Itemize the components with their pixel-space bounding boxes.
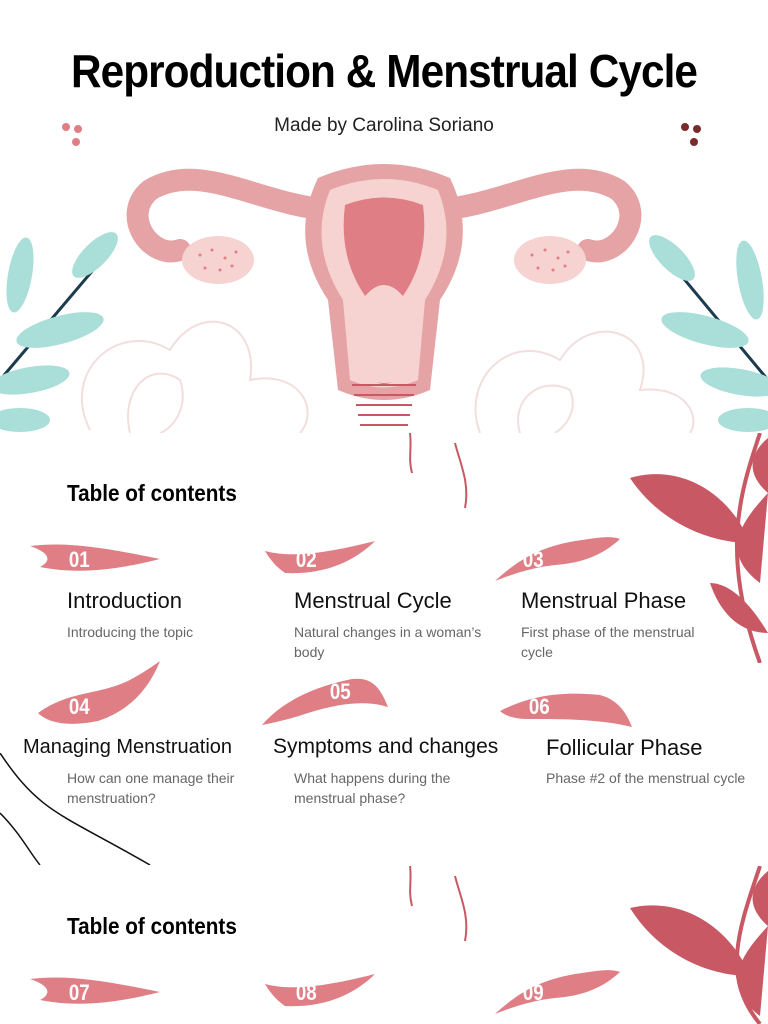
toc-slide-1: Table of contents 01 Introduction Introd…: [0, 433, 768, 865]
item-desc: Phase #2 of the menstrual cycle: [546, 770, 746, 786]
brush-stroke-icon: [30, 977, 160, 1004]
item-number: 09: [522, 980, 544, 1005]
item-number: 01: [68, 547, 90, 572]
brush-stroke-icon: [265, 974, 375, 1007]
strand-decoration: [409, 866, 468, 942]
item-desc: First phase of the menstrual cycle: [521, 624, 695, 660]
item-number: 07: [68, 980, 90, 1005]
item-desc: Natural changes in a woman’s body: [294, 624, 482, 660]
item-number: 08: [295, 980, 317, 1005]
item-title[interactable]: Follicular Phase: [546, 735, 703, 760]
toc-slide-2: Table of contents 07 08 09: [0, 866, 768, 1024]
brush-stroke-icon: [262, 678, 388, 725]
dots-decoration-left: [62, 123, 82, 146]
item-desc: How can one manage their menstruation?: [67, 770, 235, 806]
item-number: 02: [295, 547, 317, 572]
brush-stroke-icon: [495, 537, 620, 581]
page-title: Reproduction & Menstrual Cycle: [70, 45, 698, 97]
item-desc: What happens during the menstrual phase?: [294, 770, 451, 806]
brush-stroke-icon: [500, 693, 632, 727]
item-number: 05: [329, 679, 351, 704]
item-title[interactable]: Menstrual Phase: [521, 588, 687, 613]
leaf-right-icon: [649, 235, 768, 432]
uterus-illustration: [0, 164, 768, 433]
brush-stroke-icon: [265, 541, 375, 574]
item-title[interactable]: Menstrual Cycle: [294, 588, 452, 613]
item-title[interactable]: Introduction: [67, 588, 182, 613]
dots-decoration-right: [681, 123, 701, 146]
item-number: 04: [68, 694, 90, 719]
item-desc: Introducing the topic: [67, 624, 194, 640]
item-number: 06: [528, 694, 550, 719]
brush-stroke-icon: [38, 661, 160, 724]
curve-decoration: [0, 753, 151, 865]
brush-stroke-icon: [495, 970, 620, 1014]
red-leaf-branch-icon: [630, 866, 768, 1024]
item-title[interactable]: Managing Menstruation: [23, 736, 233, 758]
toc-heading: Table of contents: [67, 480, 237, 506]
item-number: 03: [522, 547, 544, 572]
page-subtitle: Made by Carolina Soriano: [274, 115, 494, 136]
strand-decoration: [409, 433, 468, 509]
brush-stroke-icon: [30, 544, 160, 571]
red-leaf-branch-icon: [630, 433, 768, 663]
toc-heading: Table of contents: [67, 913, 237, 939]
item-title[interactable]: Symptoms and changes: [273, 735, 499, 758]
leaf-left-icon: [0, 232, 118, 432]
